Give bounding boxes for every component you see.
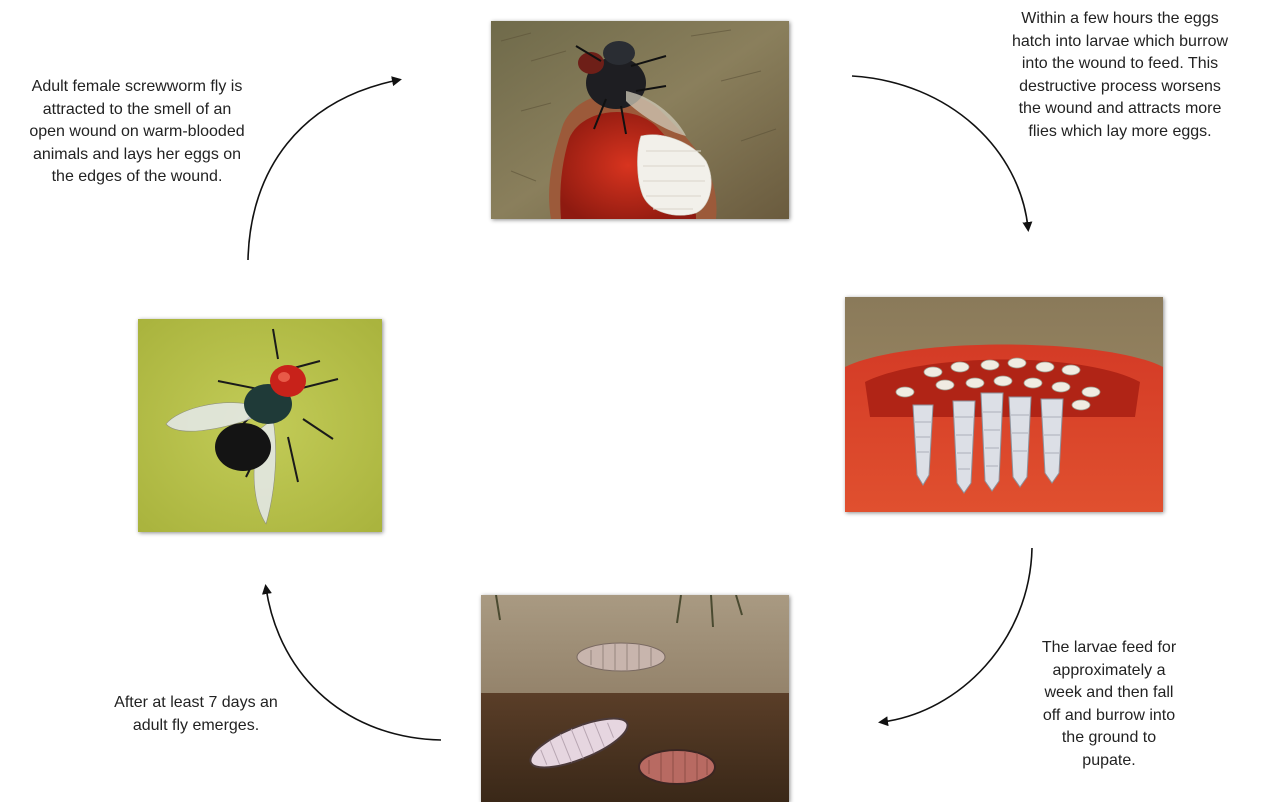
caption-line: open wound on warm-blooded — [6, 121, 268, 144]
arrow-larvae-to-pupae — [882, 548, 1032, 722]
caption-female-lays-eggs: Adult female screwworm fly is attracted … — [6, 76, 268, 189]
caption-line: Within a few hours the eggs — [982, 8, 1258, 31]
caption-line: After at least 7 days an — [88, 692, 304, 715]
caption-line: hatch into larvae which burrow — [982, 31, 1258, 54]
caption-line: the ground to — [1016, 727, 1202, 750]
caption-line: approximately a — [1016, 660, 1202, 683]
caption-larvae-pupate: The larvae feed for approximately a week… — [1016, 637, 1202, 772]
arrow-adult-to-eggs — [248, 80, 398, 260]
caption-line: pupate. — [1016, 750, 1202, 773]
caption-line: attracted to the smell of an — [6, 99, 268, 122]
caption-line: flies which lay more eggs. — [982, 121, 1258, 144]
caption-line: the edges of the wound. — [6, 166, 268, 189]
caption-line: the wound and attracts more — [982, 98, 1258, 121]
caption-eggs-hatch: Within a few hours the eggs hatch into l… — [982, 8, 1258, 143]
caption-line: week and then fall — [1016, 682, 1202, 705]
caption-line: into the wound to feed. This — [982, 53, 1258, 76]
caption-line: adult fly emerges. — [88, 715, 304, 738]
caption-line: destructive process worsens — [982, 76, 1258, 99]
caption-line: Adult female screwworm fly is — [6, 76, 268, 99]
caption-adult-emerges: After at least 7 days an adult fly emerg… — [88, 692, 304, 737]
caption-line: off and burrow into — [1016, 705, 1202, 728]
caption-line: animals and lays her eggs on — [6, 144, 268, 167]
caption-line: The larvae feed for — [1016, 637, 1202, 660]
